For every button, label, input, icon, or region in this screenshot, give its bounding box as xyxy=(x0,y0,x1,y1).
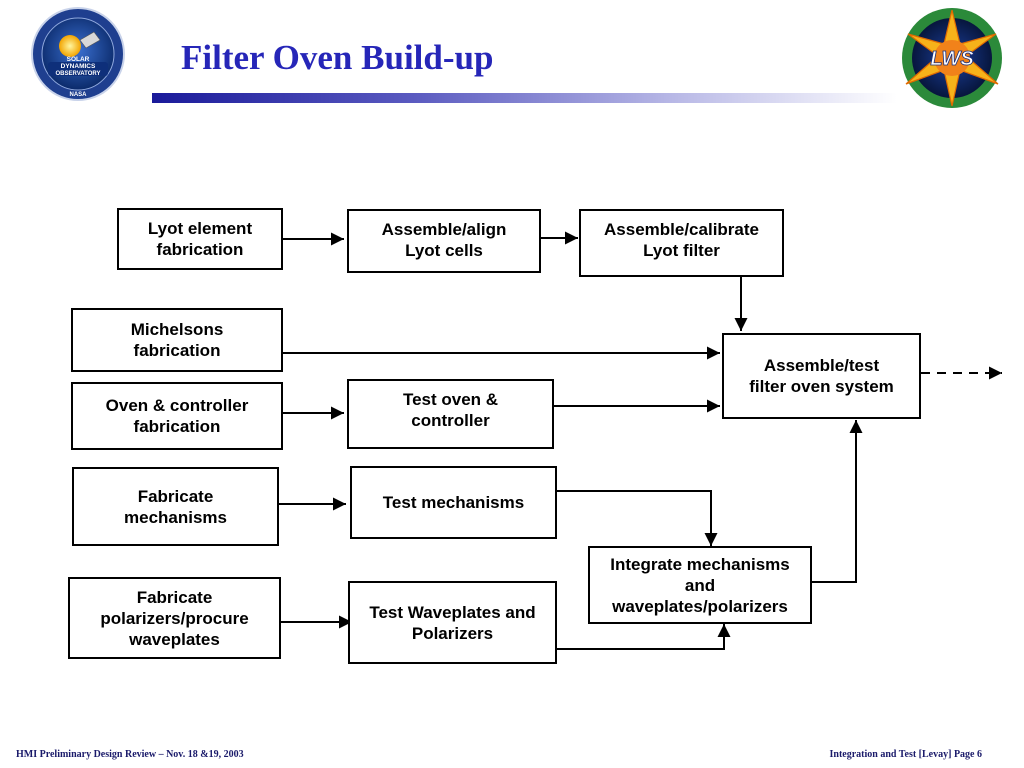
test-oven-controller-label: Test oven & controller xyxy=(402,390,499,430)
assemble-test-filter-oven-system-box: Assemble/test filter oven system xyxy=(722,333,921,419)
footer-left: HMI Preliminary Design Review – Nov. 18 … xyxy=(16,749,244,760)
sdo-logo-agency: NASA xyxy=(69,92,87,98)
lws-logo: LWS xyxy=(902,8,1002,108)
sdo-logo-text-3: OBSERVATORY xyxy=(55,71,100,77)
sdo-logo-text-1: SOLAR xyxy=(67,56,90,63)
fabricate-polarizers-box: Fabricate polarizers/procure waveplates xyxy=(68,577,281,659)
integrate-mechanisms-box: Integrate mechanisms and waveplates/pola… xyxy=(588,546,812,624)
title-underline-bar xyxy=(152,93,897,103)
michelsons-fabrication-label: Michelsons fabrication xyxy=(130,320,224,360)
lyot-element-fabrication-label: Lyot element fabrication xyxy=(147,219,253,259)
test-waveplates-polarizers-label: Test Waveplates and Polarizers xyxy=(369,602,536,643)
test-mechanisms-label: Test mechanisms xyxy=(382,493,525,512)
sdo-logo-text-2: DYNAMICS xyxy=(61,63,96,70)
page-title: Filter Oven Build-up xyxy=(181,38,494,77)
assemble-calibrate-lyot-filter-box: Assemble/calibrate Lyot filter xyxy=(579,209,784,277)
test-waveplates-polarizers-box: Test Waveplates and Polarizers xyxy=(348,581,557,664)
test-oven-controller-box: Test oven & controller xyxy=(347,379,554,449)
integrate-mechanisms-label: Integrate mechanisms and waveplates/pola… xyxy=(610,554,790,616)
footer-right: Integration and Test [Levay] Page 6 xyxy=(829,749,983,760)
oven-controller-fabrication-box: Oven & controller fabrication xyxy=(71,382,283,450)
assemble-align-lyot-cells-box: Assemble/align Lyot cells xyxy=(347,209,541,273)
assemble-align-lyot-cells-label: Assemble/align Lyot cells xyxy=(381,220,507,260)
sdo-logo: SOLAR DYNAMICS OBSERVATORY NASA xyxy=(31,7,125,101)
arrow-test-waveplates-to-integrate xyxy=(557,624,731,650)
arrow-test-mech-to-integrate xyxy=(557,490,718,546)
fabricate-mechanisms-box: Fabricate mechanisms xyxy=(72,467,279,546)
assemble-test-filter-oven-system-label: Assemble/test filter oven system xyxy=(749,356,894,396)
oven-controller-fabrication-label: Oven & controller fabrication xyxy=(105,396,249,436)
arrow-integrate-to-system xyxy=(811,420,863,583)
test-mechanisms-box: Test mechanisms xyxy=(350,466,557,539)
assemble-calibrate-lyot-filter-label: Assemble/calibrate Lyot filter xyxy=(604,220,759,260)
michelsons-fabrication-box: Michelsons fabrication xyxy=(71,308,283,372)
lws-logo-badge: LWS xyxy=(930,48,974,70)
fabricate-mechanisms-label: Fabricate mechanisms xyxy=(124,486,227,527)
lyot-element-fabrication-box: Lyot element fabrication xyxy=(117,208,283,270)
fabricate-polarizers-label: Fabricate polarizers/procure waveplates xyxy=(100,587,249,649)
